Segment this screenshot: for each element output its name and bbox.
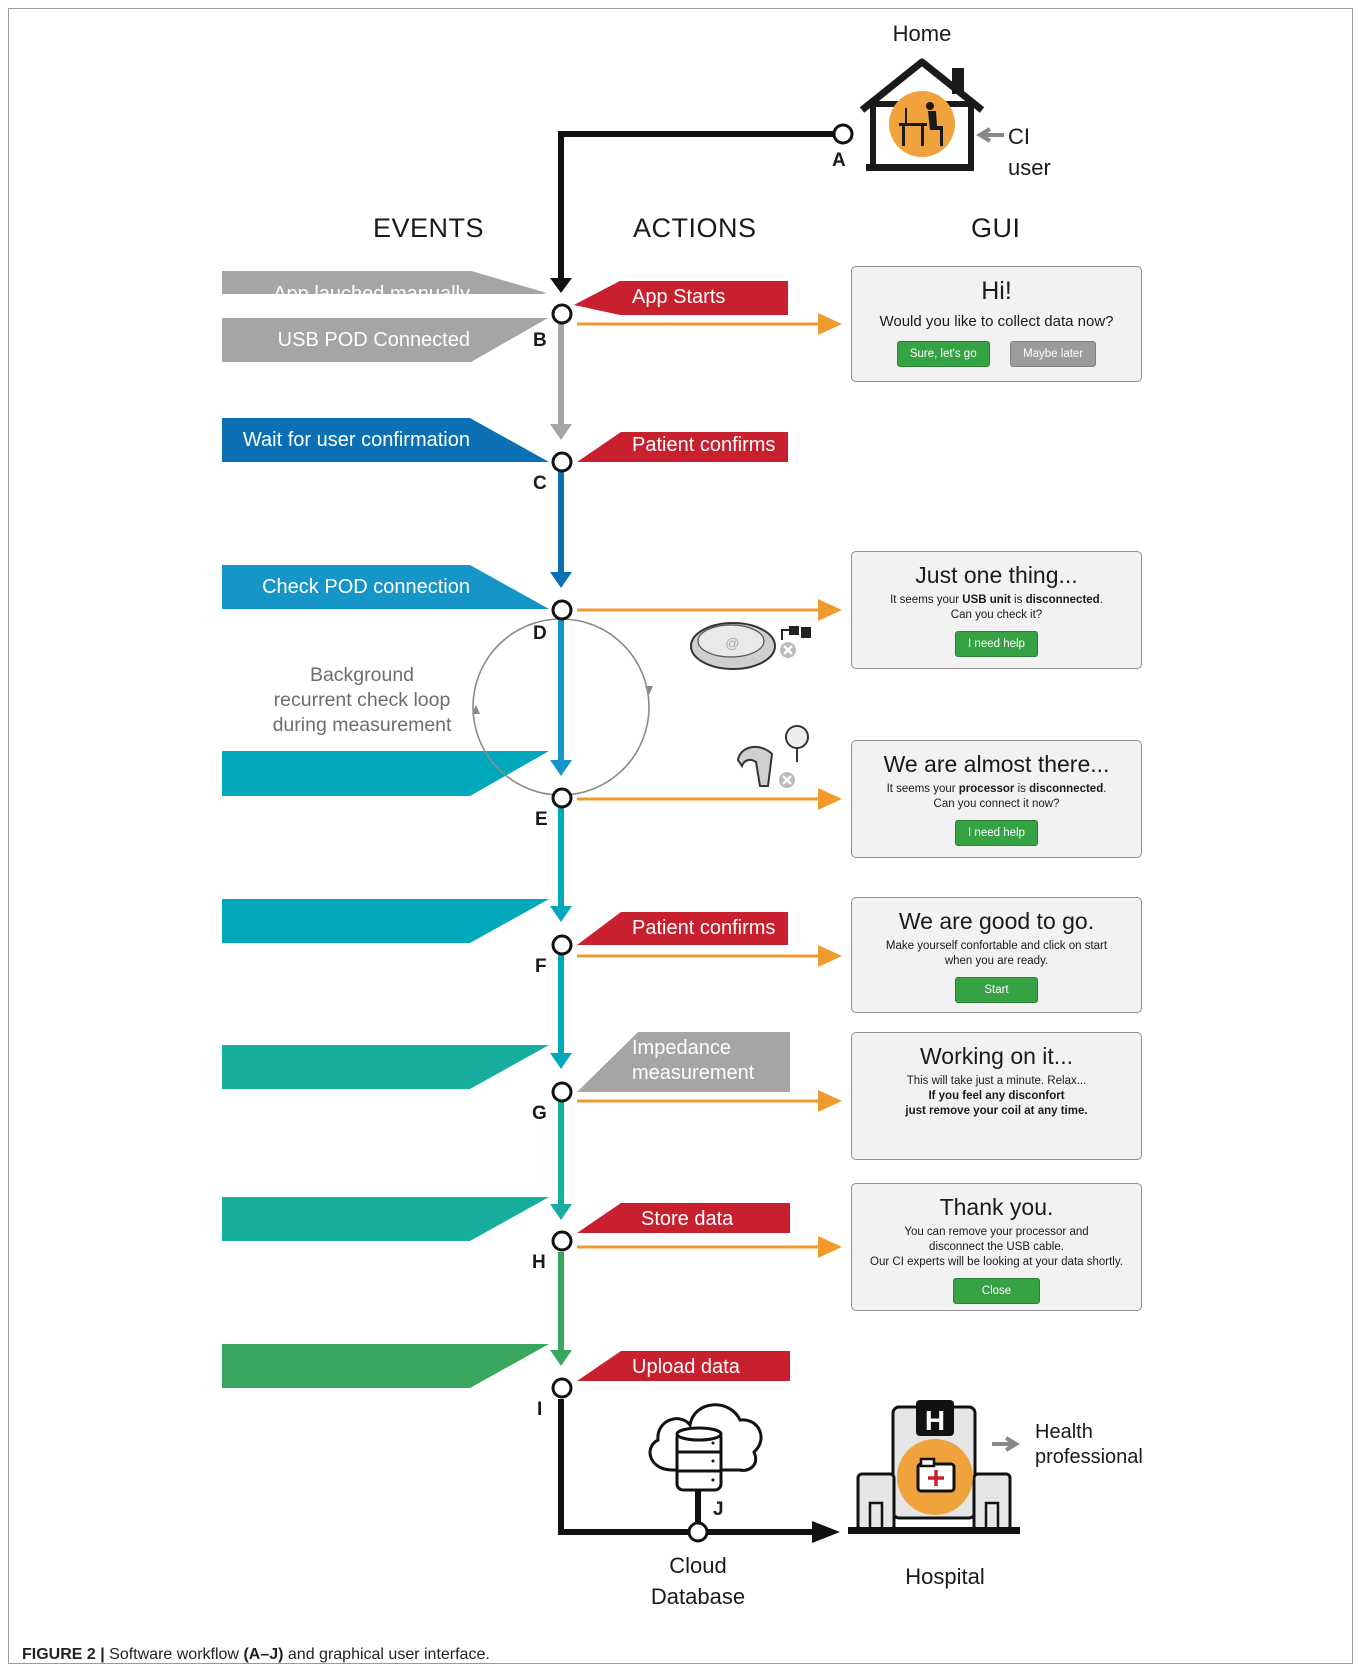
cloud-line1: Cloud xyxy=(669,1553,727,1578)
action-banners xyxy=(574,281,790,1381)
event-confirms-completion: Confirms completion xyxy=(287,1252,470,1274)
events-header: EVENTS xyxy=(373,213,485,243)
gui-arrows xyxy=(577,313,842,1258)
gui-usb-disconnected-panel: Just one thing... It seems your USB unit… xyxy=(851,551,1142,669)
gui-working-body-3: just remove your coil at any time. xyxy=(905,1105,1088,1117)
event-app-launched: App lauched manually xyxy=(273,283,470,305)
hospital-label: Hospital xyxy=(905,1564,985,1589)
gui-thanks-body-2: disconnect the USB cable. xyxy=(929,1241,1064,1253)
event-usb-pod-connected: USB POD Connected xyxy=(277,329,470,351)
action-impedance-line2: measurement xyxy=(632,1062,755,1084)
event-secure-local-db: Secure Local Database xyxy=(262,1399,470,1421)
gui-hi-body: Would you like to collect data now? xyxy=(879,313,1114,330)
gui-processor-disconnected-panel: We are almost there... It seems your pro… xyxy=(851,740,1142,858)
ci-user-label: CI user xyxy=(1008,124,1051,180)
gui-usb-body-2: Can you check it? xyxy=(950,609,1043,621)
gui-usb-title: Just one thing... xyxy=(915,562,1078,588)
event-check-ci-coil: Check the CI coil xyxy=(318,807,470,829)
node-label-d: D xyxy=(533,623,547,644)
loop-description: Background recurrent check loop during m… xyxy=(262,663,462,738)
gui-usb-body-1: It seems your USB unit is disconnected. xyxy=(890,594,1103,606)
actions-header: ACTIONS xyxy=(633,213,757,243)
cloud-line2: Database xyxy=(650,1584,746,1609)
gui-good-to-go-panel: We are good to go. Make yourself confort… xyxy=(851,897,1142,1013)
health-professional-label: Health professional xyxy=(1035,1420,1165,1470)
close-button[interactable]: Close xyxy=(952,1278,1041,1304)
usb-help-button[interactable]: I need help xyxy=(955,631,1038,657)
gui-thanks-body-3: Our CI experts will be looking at your d… xyxy=(870,1256,1123,1268)
gui-working-body-1: This will take just a minute. Relax... xyxy=(906,1075,1087,1087)
node-label-h: H xyxy=(532,1252,546,1273)
gui-thanks-body-1: You can remove your processor and xyxy=(904,1226,1089,1238)
svg-text:@: @ xyxy=(725,635,739,651)
gui-working-panel: Working on it... This will take just a m… xyxy=(851,1032,1142,1160)
flow-line xyxy=(550,324,840,1543)
node-label-a: A xyxy=(832,150,846,171)
home-label: Home xyxy=(892,21,952,46)
node-label-b: B xyxy=(533,330,547,351)
caption-text-2: and graphical user interface. xyxy=(283,1646,490,1663)
start-button[interactable]: Start xyxy=(955,977,1038,1003)
maybe-later-button[interactable]: Maybe later xyxy=(1010,341,1097,367)
gui-header: GUI xyxy=(971,213,1021,243)
gui-processor-body-2: Can you connect it now? xyxy=(933,798,1060,810)
processor-help-button[interactable]: I need help xyxy=(955,820,1038,846)
node-label-c: C xyxy=(533,473,547,494)
event-banners xyxy=(222,271,549,1388)
caption-range: (A–J) xyxy=(243,1646,284,1663)
node-label-i: I xyxy=(537,1399,543,1420)
usb-pod-icon: @ xyxy=(690,622,811,670)
gui-thank-you-panel: Thank you. You can remove your processor… xyxy=(851,1183,1142,1311)
gui-processor-title: We are almost there... xyxy=(883,751,1110,777)
gui-hi-panel: Hi! Would you like to collect data now? … xyxy=(851,266,1142,382)
loop-line1: Background xyxy=(309,664,415,686)
action-app-starts: App Starts xyxy=(632,286,726,308)
node-label-g: G xyxy=(532,1103,547,1124)
gui-working-body-2: If you feel any disconfort xyxy=(928,1090,1065,1102)
gui-thanks-title: Thank you. xyxy=(939,1194,1054,1220)
nodes xyxy=(551,123,854,1543)
health-line2: professional xyxy=(1035,1446,1143,1468)
gui-good-title: We are good to go. xyxy=(898,908,1095,934)
gui-good-body-1: Make yourself confortable and click on s… xyxy=(885,940,1108,952)
cloud-database-icon xyxy=(648,1403,763,1492)
cloud-database-label: Cloud Database xyxy=(628,1550,768,1612)
hospital-icon: H xyxy=(848,1400,1020,1534)
loop-line2: recurrent check loop xyxy=(273,689,451,711)
gui-processor-body-1: It seems your processor is disconnected. xyxy=(886,783,1107,795)
event-check-pod: Check POD connection xyxy=(262,576,470,598)
figure-number: FIGURE 2 | xyxy=(22,1646,105,1663)
figure-frame xyxy=(8,8,1353,1664)
processor-coil-icon xyxy=(736,725,809,790)
node-label-j: J xyxy=(713,1499,724,1520)
action-impedance-line1: Impedance xyxy=(632,1037,731,1059)
caption-text-1: Software workflow xyxy=(104,1646,244,1663)
gui-good-body-2: when you are ready. xyxy=(944,955,1049,967)
gui-working-title: Working on it... xyxy=(920,1043,1073,1069)
svg-text:H: H xyxy=(925,1405,945,1436)
event-wait-confirmation-2: Wait for user confirmation xyxy=(242,954,470,976)
event-data-acquisition: Data acquisition xyxy=(327,1100,470,1122)
action-upload-data: Upload data xyxy=(632,1356,740,1378)
gui-hi-title: Hi! xyxy=(981,277,1012,305)
action-patient-confirms-1: Patient confirms xyxy=(632,434,776,456)
health-line1: Health xyxy=(1035,1421,1093,1443)
action-impedance-measurement: Impedance measurement xyxy=(632,1036,754,1086)
sure-lets-go-button[interactable]: Sure, let's go xyxy=(896,341,990,367)
node-label-e: E xyxy=(535,809,548,830)
action-store-data: Store data xyxy=(641,1208,734,1230)
node-label-f: F xyxy=(535,956,547,977)
loop-line3: during measurement xyxy=(272,714,452,736)
home-icon xyxy=(859,58,985,171)
action-patient-confirms-2: Patient confirms xyxy=(632,917,776,939)
event-wait-confirmation-1: Wait for user confirmation xyxy=(242,429,470,451)
figure-caption: FIGURE 2 | Software workflow (A–J) and g… xyxy=(22,1646,490,1664)
